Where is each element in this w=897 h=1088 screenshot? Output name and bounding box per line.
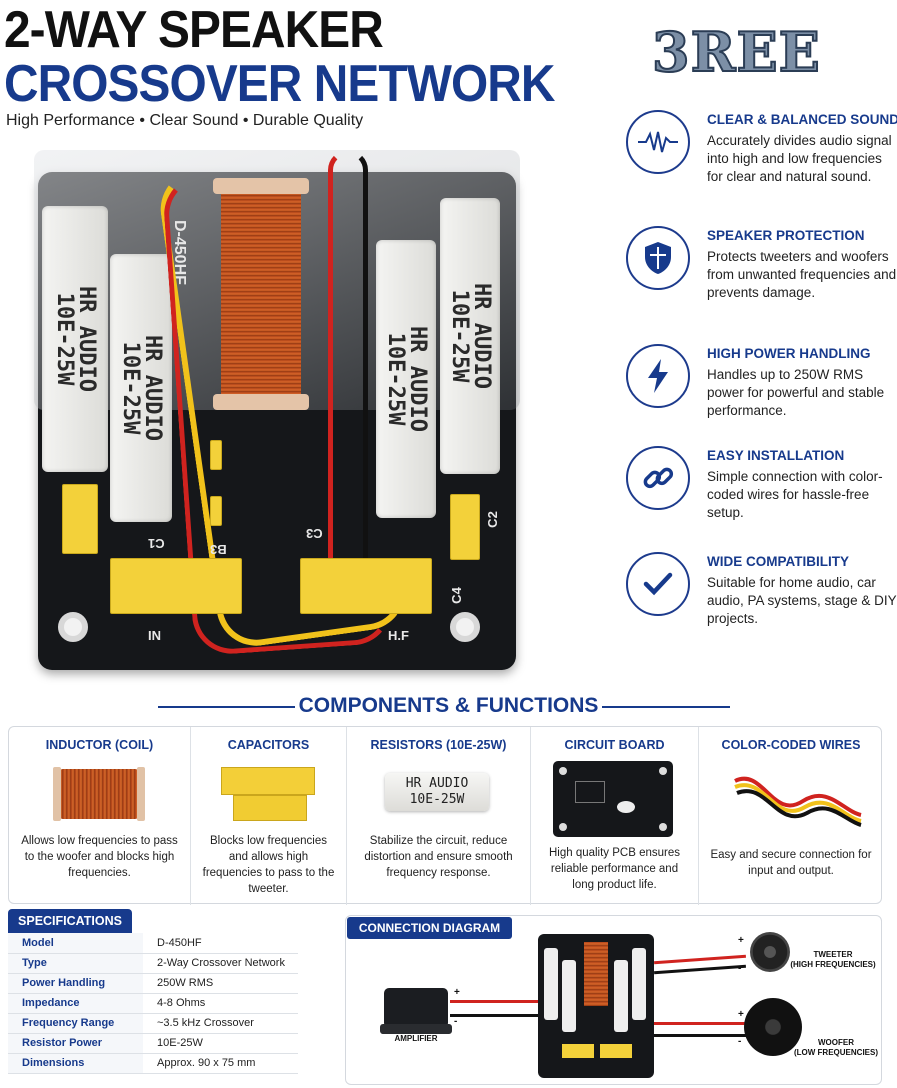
tweeter-label: TWEETER (HIGH FREQUENCIES) — [790, 950, 876, 969]
brand-logo: 3REE — [651, 19, 821, 85]
title-line-1: 2-WAY SPEAKER — [4, 1, 384, 59]
feature-wide-compatibility: WIDE COMPATIBILITY Suitable for home aud… — [626, 552, 897, 642]
component-capacitors: CAPACITORS Blocks low frequencies and al… — [191, 727, 347, 905]
feature-speaker-protection: SPEAKER PROTECTION Protects tweeters and… — [626, 226, 897, 326]
table-row: Frequency Range~3.5 kHz Crossover — [8, 1013, 298, 1034]
feature-clear-sound: CLEAR & BALANCED SOUND Accurately divide… — [626, 110, 897, 210]
woofer-label: WOOFER (LOW FREQUENCIES) — [794, 1038, 878, 1057]
mount-hole-right — [450, 612, 480, 642]
capacitor-c4 — [300, 558, 432, 614]
components-heading: COMPONENTS & FUNCTIONS — [0, 694, 897, 718]
capacitor-image — [221, 767, 315, 825]
inductor-coil — [213, 178, 309, 410]
label-hf: H.F — [388, 628, 409, 643]
amp-wire-positive — [450, 1000, 540, 1003]
component-circuit-board: CIRCUIT BOARD High quality PCB ensures r… — [531, 727, 699, 905]
label-c3: C3 — [306, 526, 323, 541]
diode-1 — [210, 440, 222, 470]
label-c2: C2 — [484, 511, 500, 528]
lightning-icon — [626, 344, 690, 408]
resistor-image: HR AUDIO 10E-25W — [385, 773, 489, 811]
tagline: High Performance • Clear Sound • Durable… — [6, 112, 364, 129]
tweeter-wire-positive — [654, 954, 746, 965]
woofer-icon — [744, 998, 802, 1056]
chain-link-icon — [626, 446, 690, 510]
component-inductor: INDUCTOR (COIL) Allows low frequencies t… — [9, 727, 191, 905]
tweeter-wire-negative — [654, 964, 746, 975]
feature-easy-installation: EASY INSTALLATION Simple connection with… — [626, 446, 897, 536]
wire-black — [328, 150, 368, 590]
capacitor-c2 — [450, 494, 480, 560]
amp-wire-negative — [450, 1014, 540, 1017]
components-panel: INDUCTOR (COIL) Allows low frequencies t… — [8, 726, 882, 905]
capacitor-small-left — [62, 484, 98, 554]
tweeter-icon — [750, 932, 790, 972]
label-b3: B3 — [210, 542, 227, 557]
capacitor-c1 — [110, 558, 242, 614]
waveform-icon — [626, 110, 690, 174]
label-c1: C1 — [148, 536, 165, 551]
feature-high-power: HIGH POWER HANDLING Handles up to 250W R… — [626, 344, 897, 434]
connection-diagram-panel: AMPLIFIER + - + - + - TWEETER (HIGH FREQ… — [345, 915, 882, 1085]
label-c4: C4 — [448, 587, 464, 604]
mount-hole-left — [58, 612, 88, 642]
woofer-wire-negative — [654, 1034, 746, 1037]
checkmark-icon — [626, 552, 690, 616]
component-resistors: RESISTORS (10E-25W) HR AUDIO 10E-25W Sta… — [347, 727, 531, 905]
connection-diagram-heading: CONNECTION DIAGRAM — [347, 917, 512, 939]
amplifier-label: AMPLIFIER — [394, 1034, 438, 1043]
crossover-mini-icon — [538, 934, 654, 1078]
label-in: IN — [148, 628, 161, 643]
wires-image — [734, 776, 862, 827]
specifications-heading: SPECIFICATIONS — [8, 909, 132, 933]
pcb-image — [553, 761, 673, 837]
inductor-image — [53, 767, 145, 821]
diode-2 — [210, 496, 222, 526]
woofer-wire-positive — [654, 1022, 746, 1025]
amplifier-icon — [380, 988, 452, 1034]
title-line-2: CROSSOVER NETWORK — [4, 55, 555, 113]
shield-icon — [626, 226, 690, 290]
component-wires: COLOR-CODED WIRES Easy and secure connec… — [710, 738, 872, 877]
